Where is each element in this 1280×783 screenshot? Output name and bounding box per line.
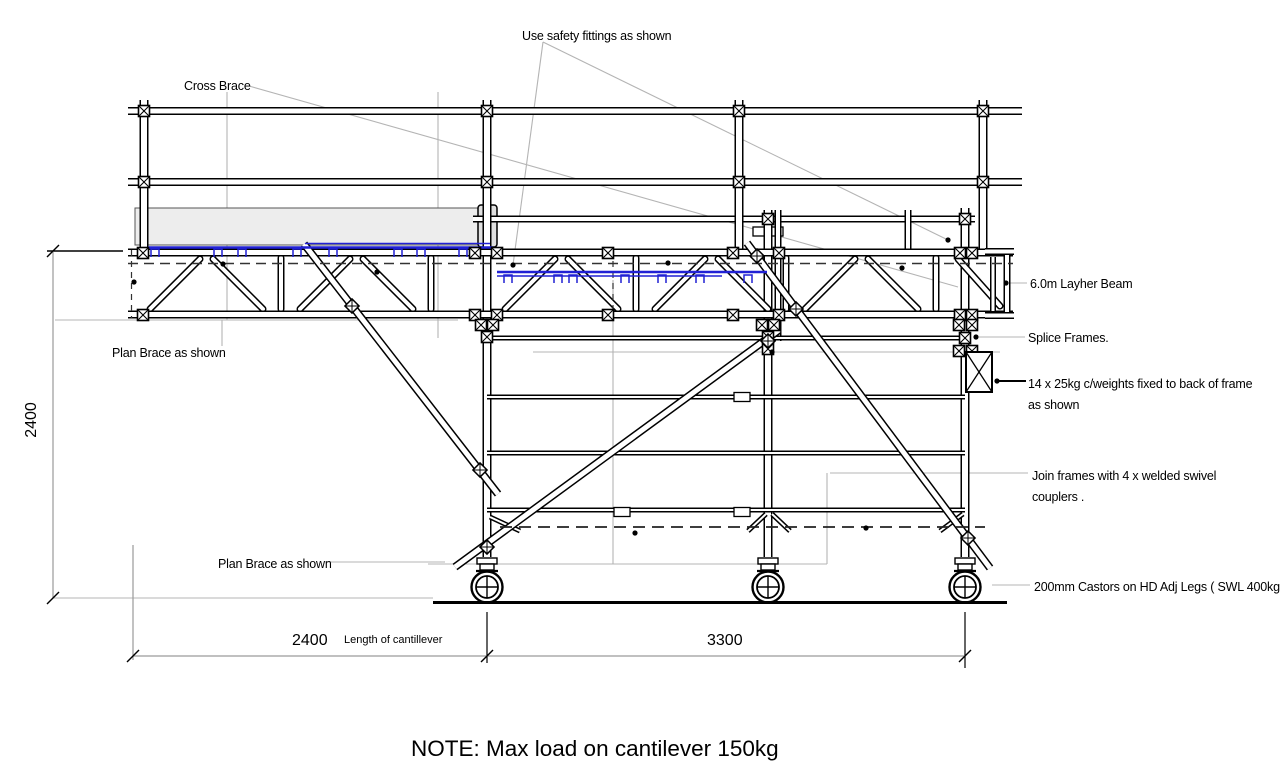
label-join-frames-line2: couplers . [1032, 490, 1084, 504]
label-safety-fittings: Use safety fittings as shown [522, 29, 672, 43]
truss-web-members [146, 254, 1004, 313]
tower-ledgers [487, 335, 965, 534]
label-counterweights-line1: 14 x 25kg c/weights fixed to back of fra… [1028, 377, 1253, 391]
label-splice-frames: Splice Frames. [1028, 331, 1109, 345]
dashed-lines [128, 250, 1013, 528]
geometry-layer [46, 41, 1030, 668]
rear-guardrail [473, 215, 975, 237]
blue-fittings-layer [148, 242, 767, 283]
dots-layer [131, 237, 1009, 536]
counterweight-stack [965, 351, 1026, 393]
platform-deck [134, 204, 498, 248]
text-layer: Use safety fittings as shown Cross Brace… [23, 29, 1280, 761]
dimension-layer [46, 244, 972, 668]
label-plan-brace-lower: Plan Brace as shown [218, 557, 332, 571]
label-join-frames-line1: Join frames with 4 x welded swivel [1032, 469, 1216, 483]
label-cross-brace: Cross Brace [184, 79, 251, 93]
label-counterweights-line2: as shown [1028, 398, 1079, 412]
label-castors: 200mm Castors on HD Adj Legs ( SWL 400kg… [1034, 580, 1280, 594]
truss-chords [128, 248, 1013, 319]
label-layher-beam: 6.0m Layher Beam [1030, 277, 1132, 291]
dim-height-2400: 2400 [23, 402, 40, 438]
label-plan-brace-upper: Plan Brace as shown [112, 346, 226, 360]
leader-lines-layer [53, 41, 1030, 599]
dim-cantilever-2400: 2400 [292, 632, 328, 649]
dim-tower-3300: 3300 [707, 632, 743, 649]
note-max-load: NOTE: Max load on cantilever 150kg [411, 736, 779, 761]
dim-cantilever-label: Length of cantillever [344, 634, 443, 646]
castors-layer [470, 557, 982, 604]
diagonal-braces [300, 240, 994, 571]
guardrails [128, 107, 1022, 186]
